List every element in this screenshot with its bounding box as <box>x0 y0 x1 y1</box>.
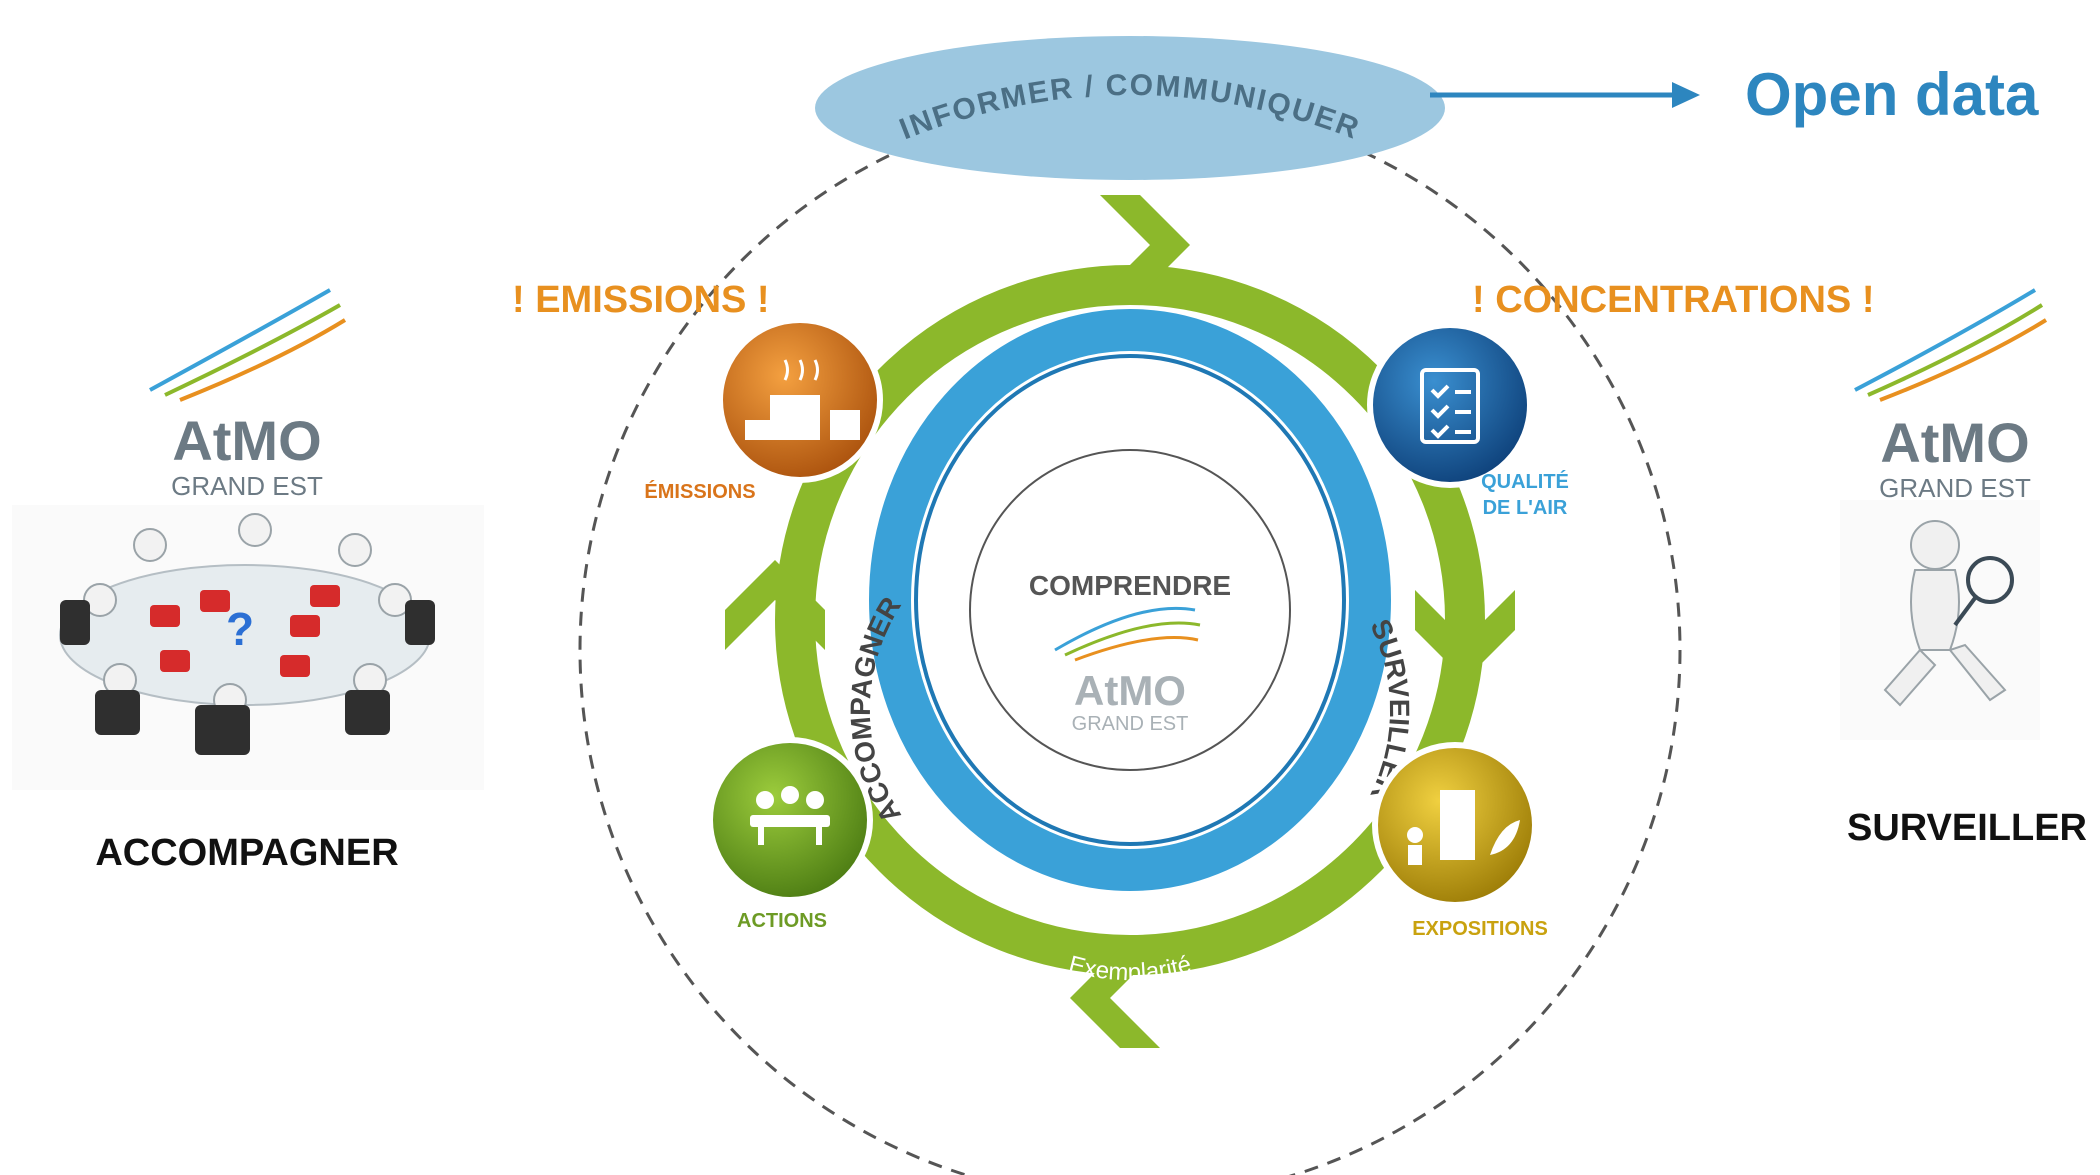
node-air-quality-label-1: QUALITÉ <box>1481 470 1569 493</box>
node-air-quality-label-2: DE L'AIR <box>1483 497 1568 519</box>
outer-dashed-circle <box>578 98 1682 1175</box>
right-caption: SURVEILLER <box>1847 807 2087 849</box>
left-logo-name: AtMO <box>172 409 321 472</box>
node-air-quality <box>1367 322 1533 488</box>
open-data-label: Open data <box>1745 61 2039 128</box>
logo-swoosh-icon <box>1854 288 2048 402</box>
meeting-table-illustration: ? <box>12 505 484 790</box>
core-logo-swoosh-icon <box>1054 606 1201 662</box>
meeting-icon <box>750 786 830 845</box>
node-exposures <box>1372 742 1538 908</box>
core-title: COMPRENDRE <box>1029 570 1231 601</box>
blue-ring-inner-edge <box>914 354 1346 846</box>
alert-emissions: ! EMISSIONS ! <box>512 279 770 321</box>
core-circle <box>969 449 1291 771</box>
open-data-arrow-head <box>1672 82 1700 108</box>
left-logo: AtMO GRAND EST <box>149 288 347 501</box>
ring-label-top: Proximité <box>1076 379 1184 412</box>
chevron-left-icon <box>725 560 825 650</box>
left-caption: ACCOMPAGNER <box>95 832 398 874</box>
core-logo-name: AtMO <box>1074 667 1186 714</box>
right-logo: AtMO GRAND EST <box>1854 288 2048 503</box>
building-icon <box>1407 790 1520 865</box>
magnifier-icon <box>1953 556 2014 627</box>
alert-concentrations: ! CONCENTRATIONS ! <box>1472 279 1875 321</box>
detective-figure-illustration <box>1840 500 2040 740</box>
left-logo-sub: GRAND EST <box>171 471 323 501</box>
node-actions-label: ACTIONS <box>737 910 827 932</box>
question-mark-icon: ? <box>226 603 254 655</box>
chevron-bottom-icon <box>1070 948 1160 1048</box>
right-logo-name: AtMO <box>1880 411 2029 474</box>
blue-ring <box>869 309 1391 891</box>
node-emissions-label: ÉMISSIONS <box>644 480 755 503</box>
checklist-icon <box>1420 368 1480 444</box>
node-actions <box>707 737 873 903</box>
informer-banner <box>815 36 1445 180</box>
factory-icon <box>745 359 860 440</box>
chevron-top-icon <box>1100 195 1190 295</box>
right-logo-sub: GRAND EST <box>1879 473 2031 503</box>
chevron-right-icon <box>1415 590 1515 680</box>
logo-swoosh-icon <box>149 288 347 402</box>
node-exposures-label: EXPOSITIONS <box>1412 918 1548 940</box>
core-logo-sub: GRAND EST <box>1072 713 1189 735</box>
node-emissions <box>717 317 883 483</box>
ring-label-right: Concertation <box>1566 538 1601 682</box>
ring-label-left: Innovation <box>659 551 692 669</box>
